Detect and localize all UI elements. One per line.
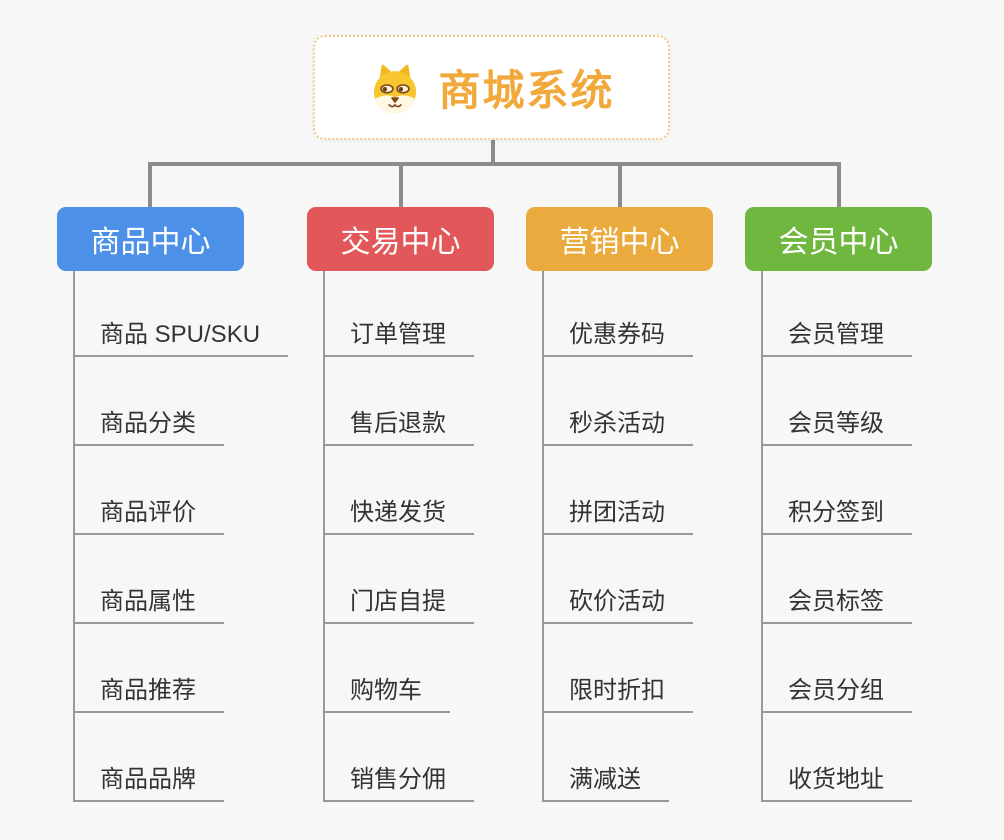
leaf-node[interactable]: 秒杀活动 (542, 406, 693, 446)
leaf-node[interactable]: 砍价活动 (542, 584, 693, 624)
leaf-node[interactable]: 会员管理 (761, 317, 912, 357)
branch-node-trade-center[interactable]: 交易中心 (307, 207, 494, 271)
leaf-node[interactable]: 订单管理 (323, 317, 474, 357)
leaf-node[interactable]: 收货地址 (761, 762, 912, 802)
leaf-node[interactable]: 会员等级 (761, 406, 912, 446)
leaf-node[interactable]: 商品 SPU/SKU (73, 317, 289, 357)
leaf-node[interactable]: 门店自提 (323, 584, 474, 624)
leaf-node[interactable]: 商品评价 (73, 495, 224, 535)
leaf-node[interactable]: 销售分佣 (323, 762, 474, 802)
branch-rail (761, 271, 763, 802)
leaf-node[interactable]: 会员标签 (761, 584, 912, 624)
leaf-node[interactable]: 会员分组 (761, 673, 912, 713)
leaf-node[interactable]: 拼团活动 (542, 495, 693, 535)
root-node[interactable]: 商城系统 (313, 35, 670, 140)
leaf-node[interactable]: 积分签到 (761, 495, 912, 535)
branch-rail (323, 271, 325, 802)
branch-rail (73, 271, 75, 802)
leaf-node[interactable]: 商品推荐 (73, 673, 224, 713)
branch-rail (542, 271, 544, 802)
branch-label: 营销中心 (559, 226, 680, 259)
leaf-node[interactable]: 优惠券码 (542, 317, 693, 357)
leaf-node[interactable]: 购物车 (323, 673, 450, 713)
branch-label: 商品中心 (90, 226, 211, 259)
leaf-node[interactable]: 快递发货 (323, 495, 474, 535)
leaf-node[interactable]: 商品属性 (73, 584, 224, 624)
leaf-node[interactable]: 商品品牌 (73, 762, 224, 802)
leaf-node[interactable]: 限时折扣 (542, 673, 693, 713)
branch-node-product-center[interactable]: 商品中心 (57, 207, 244, 271)
root-title: 商城系统 (438, 67, 615, 114)
dog-face-icon (374, 64, 417, 113)
branch-label: 交易中心 (340, 226, 461, 259)
leaf-node[interactable]: 商品分类 (73, 406, 224, 446)
branch-label: 会员中心 (778, 226, 899, 259)
branch-node-member-center[interactable]: 会员中心 (745, 207, 932, 271)
leaf-node[interactable]: 满减送 (542, 762, 669, 802)
branch-node-marketing-center[interactable]: 营销中心 (526, 207, 713, 271)
leaf-node[interactable]: 售后退款 (323, 406, 474, 446)
